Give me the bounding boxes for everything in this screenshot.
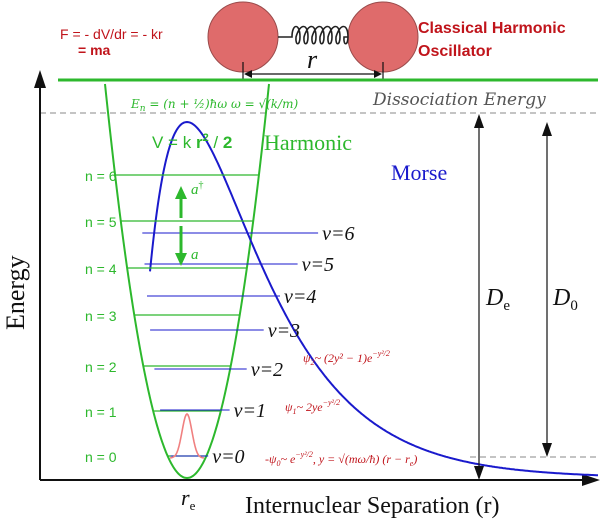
D0-label: D0 [552, 285, 578, 314]
oscillator-title-line2: Oscillator [418, 43, 492, 60]
ground-state-wavefunction [169, 412, 205, 459]
morse-potential-curve [149, 120, 598, 477]
psi1-formula: ψ1~ 2ye−y²/2 [285, 398, 340, 416]
lowering-arrowhead [175, 253, 187, 266]
harmonic-level-label-3: n = 3 [85, 308, 117, 324]
y-axis-arrowhead [34, 70, 46, 88]
re-label: re [181, 485, 196, 513]
harmonic-potential-curve [104, 83, 270, 480]
psi0-formula: -ψ0~ e−y²/2, y = √(mω/ħ) (r − re) [265, 450, 417, 468]
lowering-operator-label: a [191, 247, 199, 263]
r-label: r [307, 45, 318, 74]
r-arrow-head-left [244, 70, 252, 78]
dissociation-energy-label: Dissociation Energy [372, 90, 546, 110]
harmonic-label: Harmonic [264, 130, 352, 155]
x-axis-label: Internuclear Separation (r) [245, 493, 500, 519]
morse-label: Morse [391, 160, 447, 185]
De-arrowhead-bottom [474, 466, 484, 480]
harmonic-energy-formula: En = (n + ½)ħω ω = √(k/m) [130, 97, 298, 114]
harmonic-level-label-5: n = 5 [85, 214, 117, 230]
morse-level-label-1: v=1 [234, 400, 266, 422]
force-formula-line1: F = - dV/dr = - kr [60, 26, 163, 42]
morse-level-label-5: v=5 [302, 254, 334, 276]
harmonic-level-label-1: n = 1 [85, 404, 117, 420]
De-label: De [485, 285, 510, 314]
right-atom-ball [347, 1, 419, 73]
D0-arrowhead-bottom [542, 443, 552, 457]
harmonic-level-label-2: n = 2 [85, 359, 117, 375]
morse-level-label-6: v=6 [322, 223, 354, 245]
morse-levels: v=0 v=1 v=2 v=3 v=4 v=5 v=6 [142, 223, 354, 468]
morse-level-label-4: v=4 [284, 286, 316, 308]
r-arrow-head-right [374, 70, 382, 78]
morse-level-label-0: v=0 [212, 446, 244, 468]
force-formula-line2: = ma [78, 42, 111, 58]
raising-operator-label: a† [191, 180, 204, 198]
harmonic-level-label-0: n = 0 [85, 449, 117, 465]
left-atom-ball [207, 1, 279, 73]
De-arrowhead-top [474, 114, 484, 128]
harmonic-level-label-4: n = 4 [85, 261, 117, 277]
morse-level-label-2: v=2 [251, 359, 283, 381]
x-axis-arrowhead [582, 474, 600, 486]
harmonic-potential-formula: V = k r2 / 2 [152, 132, 232, 152]
psi2-formula: ψ2~ (2y² − 1)e−y²/2 [303, 349, 390, 367]
spring [278, 25, 349, 45]
harmonic-level-label-6: n = 6 [85, 168, 117, 184]
y-axis-label: Energy [1, 255, 30, 330]
morse-level-label-3: v=3 [268, 320, 300, 342]
oscillator-title-line1: Classical Harmonic [418, 20, 566, 37]
raising-arrowhead [175, 186, 187, 199]
D0-arrowhead-top [542, 122, 552, 136]
